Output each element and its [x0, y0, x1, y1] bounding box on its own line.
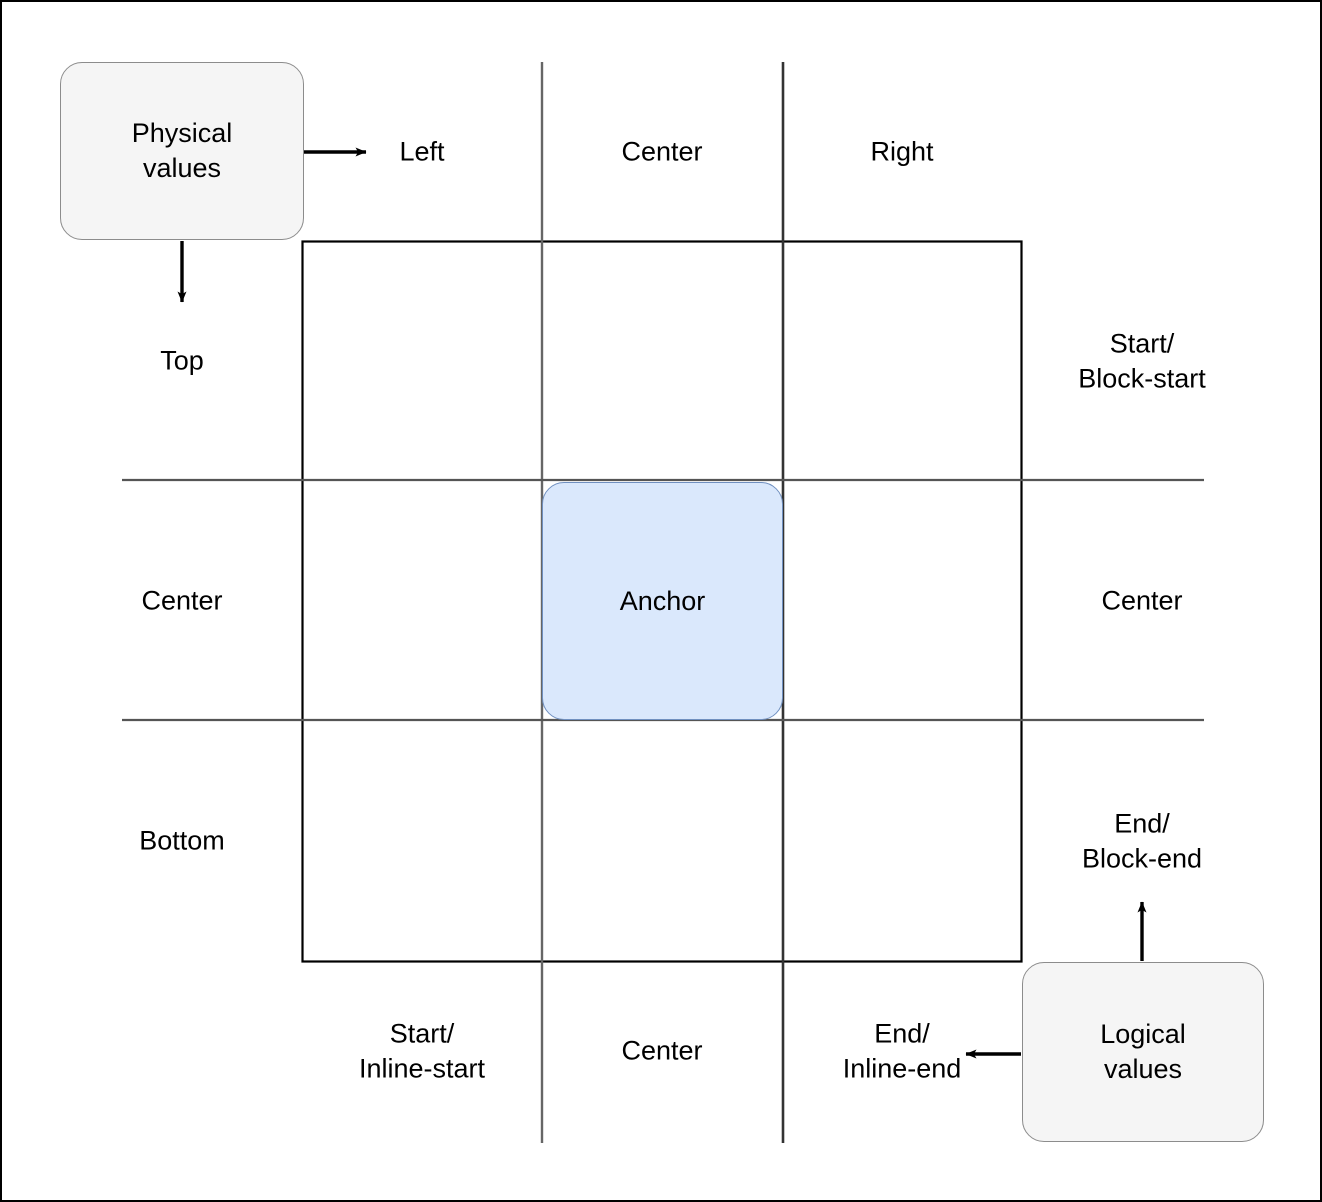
label-top-row-right: Right [870, 136, 934, 167]
label-top-row-left: Left [399, 136, 445, 167]
anchor-grid-outer-rect [301, 240, 1023, 963]
node-logical-values[interactable]: Logical values [1022, 962, 1264, 1142]
node-physical-values[interactable]: Physical values [60, 62, 304, 240]
label-bottom-row-end-inline-end: End/ Inline-end [842, 1018, 962, 1083]
label-left-column-top: Top [160, 345, 204, 376]
label-right-column-center: Center [1101, 585, 1183, 616]
label-top-row-center: Center [621, 136, 703, 167]
node-anchor[interactable]: Anchor [542, 482, 783, 720]
label-right-column-start-block-start: Start/ Block-start [1078, 328, 1206, 393]
node-anchor-label: Anchor [619, 585, 706, 616]
node-logical-values-label: Logical values [1100, 1019, 1186, 1084]
node-physical-values-label: Physical values [131, 118, 233, 183]
label-left-column-center: Center [141, 585, 223, 616]
label-right-column-end-block-end: End/ Block-end [1081, 808, 1203, 873]
label-bottom-row-center: Center [621, 1035, 703, 1066]
label-left-column-bottom: Bottom [139, 825, 225, 856]
label-bottom-row-start-inline-start: Start/ Inline-start [358, 1018, 486, 1083]
